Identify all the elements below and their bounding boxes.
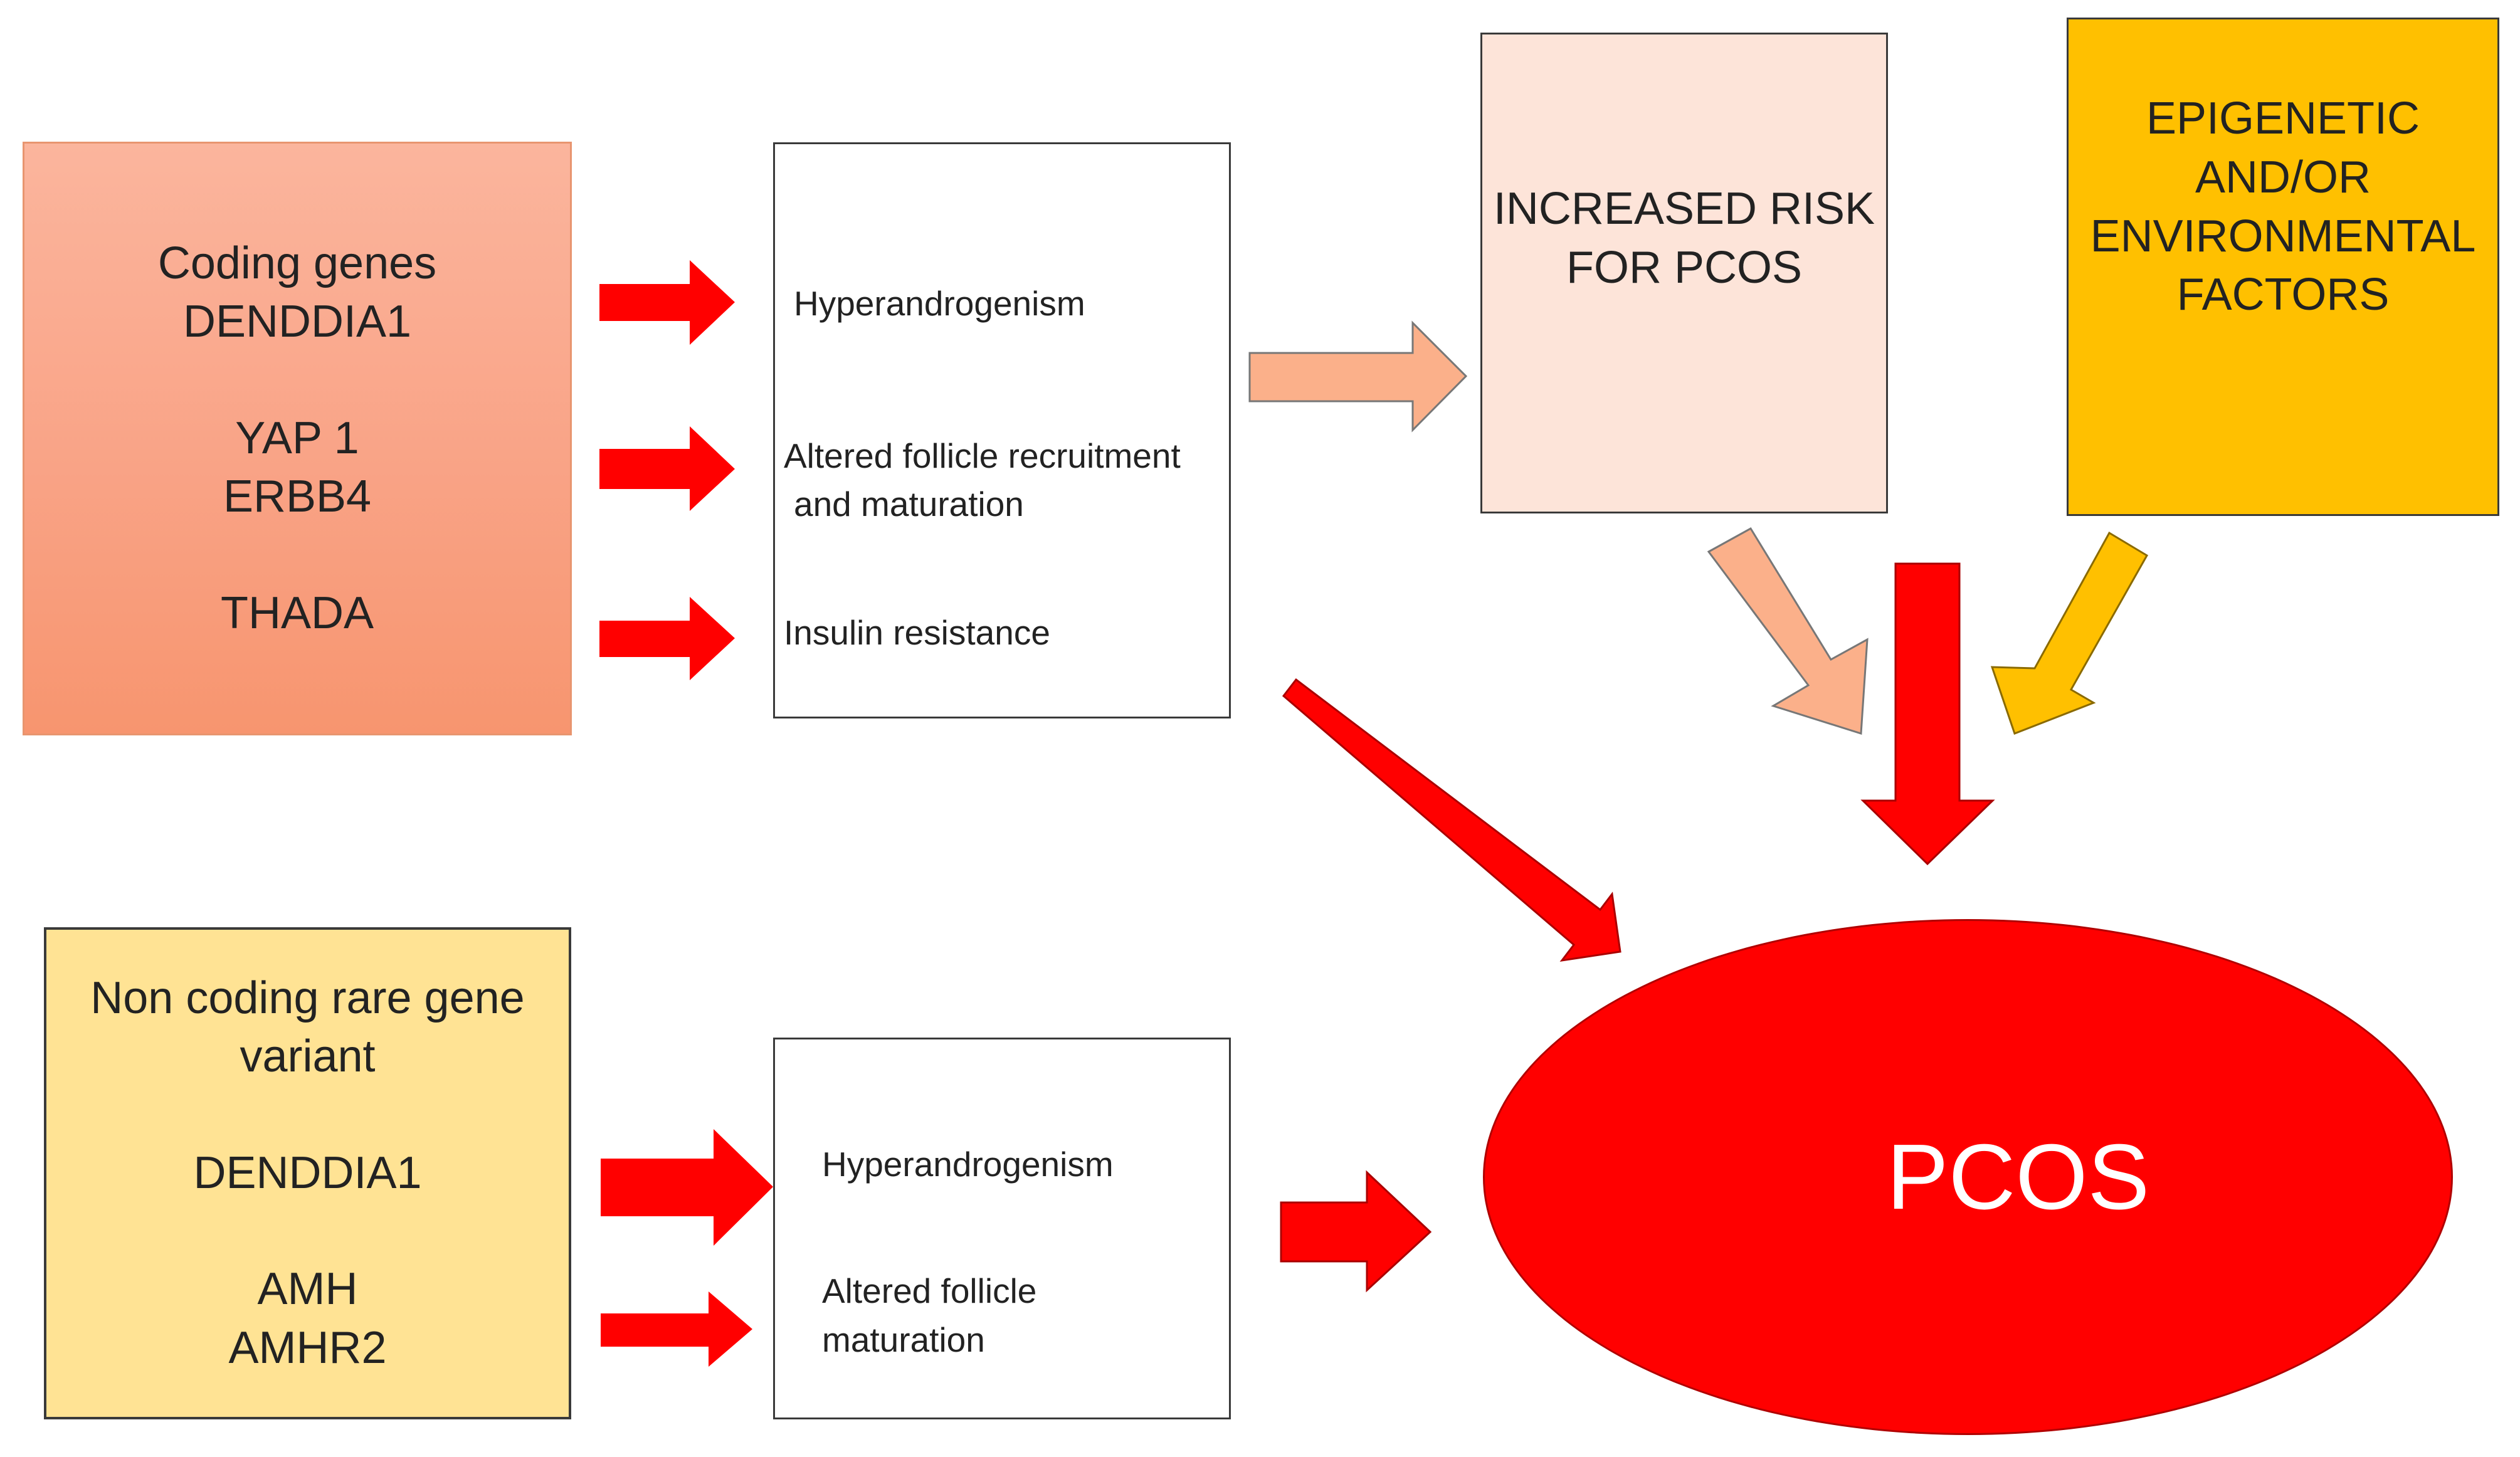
gene-amh: AMH (257, 1264, 358, 1315)
effect-altered-follicle-recruitment-line2: and maturation (794, 485, 1024, 523)
coding-genes-box: Coding genes DENDDIA1 YAP 1 ERBB4 THADA (23, 142, 572, 735)
arrow-epigenetic-to-pcos (1990, 531, 2149, 735)
noncoding-variant-box: Non coding rare gene variant DENDDIA1 AM… (44, 927, 571, 1419)
coding-effects-box: Hyperandrogenism Altered follicle recrui… (773, 142, 1231, 718)
effect-hyperandrogenism: Hyperandrogenism (794, 284, 1085, 323)
noncoding-effects-box: Hyperandrogenism Altered follicle matura… (773, 1038, 1231, 1419)
arrow-coding-to-insulin (599, 597, 735, 680)
increased-risk-box: INCREASED RISK FOR PCOS (1480, 33, 1888, 513)
noncoding-title-line2: variant (240, 1031, 376, 1082)
arrow-central-to-pcos (1860, 562, 1995, 866)
risk-label-line2: FOR PCOS (1566, 242, 1802, 293)
arrow-noncoding-effects-to-pcos (1280, 1170, 1432, 1293)
effect-insulin-resistance: Insulin resistance (784, 613, 1050, 652)
gene-thada: THADA (220, 587, 374, 638)
gene-yap1: YAP 1 (235, 413, 359, 463)
effect-hyperandrogenism-noncoding: Hyperandrogenism (822, 1145, 1114, 1184)
gene-denddia1-noncoding: DENDDIA1 (193, 1147, 422, 1198)
effect-altered-follicle-maturation: Altered follicle (822, 1271, 1037, 1310)
effect-altered-follicle-maturation-line2: maturation (822, 1320, 985, 1359)
epigenetic-label-line1: EPIGENETIC (2146, 93, 2420, 144)
epigenetic-factors-box: EPIGENETIC AND/OR ENVIRONMENTAL FACTORS (2067, 18, 2499, 516)
arrow-noncoding-to-follicle (601, 1291, 752, 1367)
arrow-coding-to-follicle (599, 426, 735, 511)
pcos-label: PCOS (1886, 1125, 2150, 1229)
risk-label-line1: INCREASED RISK (1493, 183, 1875, 234)
epigenetic-label-line2: AND/OR (2195, 152, 2371, 203)
gene-amhr2: AMHR2 (228, 1322, 387, 1373)
arrow-risk-to-pcos (1707, 527, 1869, 735)
arrow-coding-to-hyperandrogenism (599, 260, 735, 345)
arrow-effects-to-pcos (1282, 678, 1621, 962)
arrow-noncoding-to-hyperandrogenism (601, 1129, 773, 1246)
gene-erbb4: ERBB4 (223, 471, 372, 522)
pcos-ellipse: PCOS (1483, 919, 2453, 1435)
noncoding-title: Non coding rare gene (90, 972, 525, 1023)
coding-genes-title: Coding genes (157, 238, 437, 288)
arrow-effects-to-risk (1248, 320, 1468, 433)
epigenetic-label-line4: FACTORS (2176, 270, 2390, 320)
effect-altered-follicle-recruitment: Altered follicle recruitment (784, 436, 1181, 475)
epigenetic-label-line3: ENVIRONMENTAL (2090, 211, 2476, 261)
gene-denddia1: DENDDIA1 (182, 297, 412, 347)
